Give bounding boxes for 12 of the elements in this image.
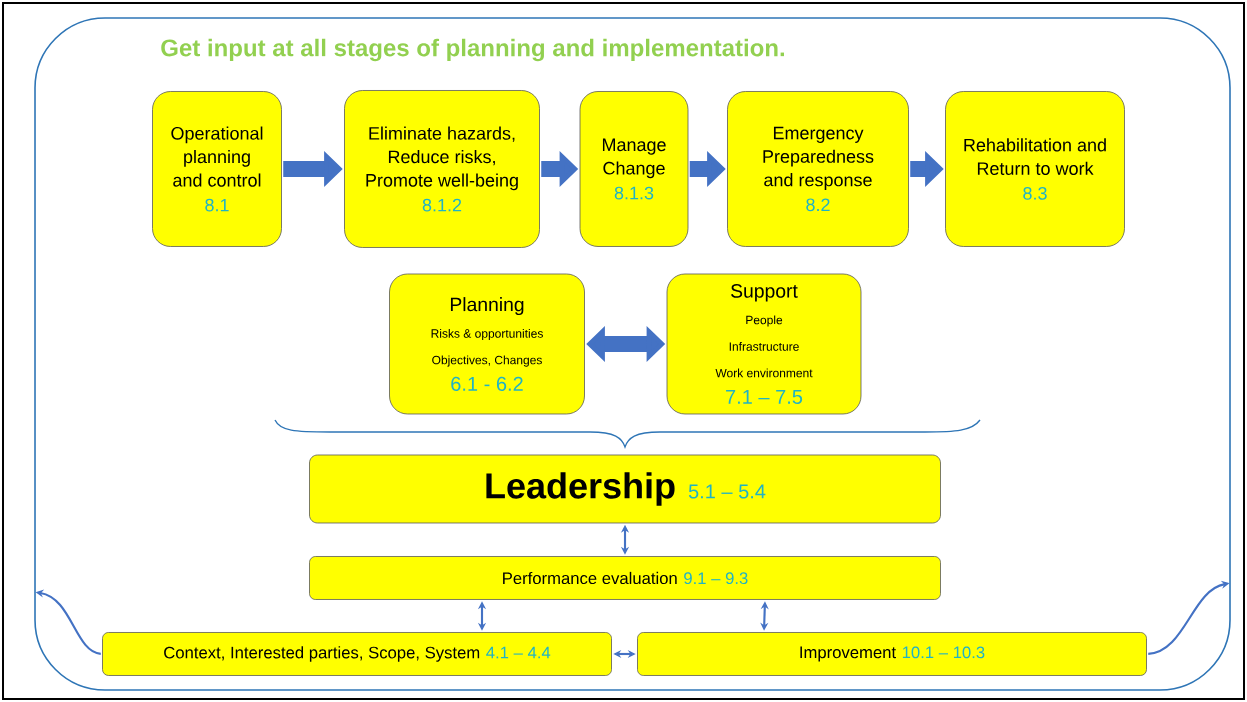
process-box: Emergency Preparedness and response 8.2: [727, 91, 909, 247]
leadership-box: Leadership 5.1 – 5.4: [309, 454, 941, 524]
process-box: Rehabilitation and Return to work 8.3: [945, 91, 1125, 247]
process-box: Planning Risks & opportunities Objectives, Changes 6.1 - 6.2: [389, 273, 585, 415]
process-box: Context, Interested parties, Scope, System 4.1 – 4.4: [102, 632, 612, 676]
process-box: Operational planning and control 8.1: [152, 91, 282, 247]
process-box: Improvement 10.1 – 10.3: [637, 632, 1147, 676]
process-box: Support People Infrastructure Work environment 7.1 – 7.5: [666, 273, 862, 415]
process-box: Eliminate hazards, Reduce risks, Promote well-being 8.1.2: [344, 90, 540, 248]
process-box: Performance evaluation 9.1 – 9.3: [309, 556, 941, 600]
title: Get input at all stages of planning and implementation.: [161, 38, 785, 62]
process-box: Manage Change 8.1.3: [579, 91, 689, 247]
